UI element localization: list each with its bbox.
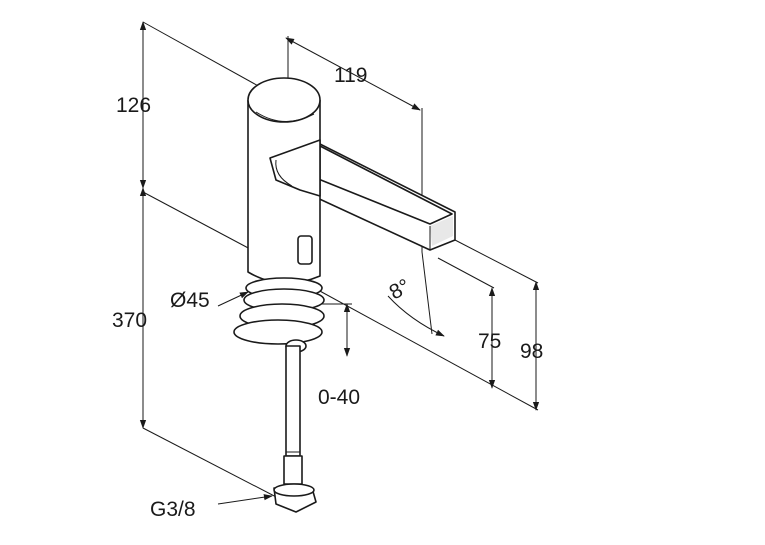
ext-line-bottom [142, 427, 283, 501]
mount-plate [233, 319, 323, 345]
faucet-cap [247, 77, 321, 123]
leader-thread [217, 494, 273, 505]
ext-line-top [142, 21, 263, 89]
angle-line [421, 251, 433, 335]
thread-nut-top [273, 483, 315, 497]
supply-hose [285, 345, 301, 457]
leader-diameter [217, 291, 249, 307]
faucet-illustration [233, 77, 456, 513]
dim-line-119 [285, 37, 421, 111]
label-angle: 8° [386, 275, 415, 305]
ext-line-98-bottom [317, 289, 539, 411]
label-thread: G3/8 [150, 498, 196, 521]
spout-joint [269, 139, 321, 197]
cap-edge [255, 111, 315, 123]
label-spout-length: 119 [334, 64, 367, 87]
label-spout-height: 98 [520, 340, 543, 363]
label-diameter: Ø45 [170, 289, 210, 312]
dimension-labels: 126 370 Ø45 119 8° 0-40 75 98 G3/8 [112, 64, 543, 521]
ext-line-mid [142, 191, 253, 251]
label-outlet-height: 75 [478, 330, 501, 353]
label-top-height: 126 [116, 94, 151, 117]
dimension-lines [139, 21, 540, 505]
ext-line-75-top [437, 257, 495, 289]
sensor-window [297, 235, 313, 265]
ext-line-98-top [454, 239, 539, 284]
hose-fitting [283, 455, 303, 485]
spout-end-face [430, 216, 453, 246]
angle-arc [387, 295, 445, 337]
joint-curve [275, 159, 293, 187]
label-total-height: 370 [112, 309, 147, 332]
label-adjust-range: 0-40 [318, 386, 360, 409]
